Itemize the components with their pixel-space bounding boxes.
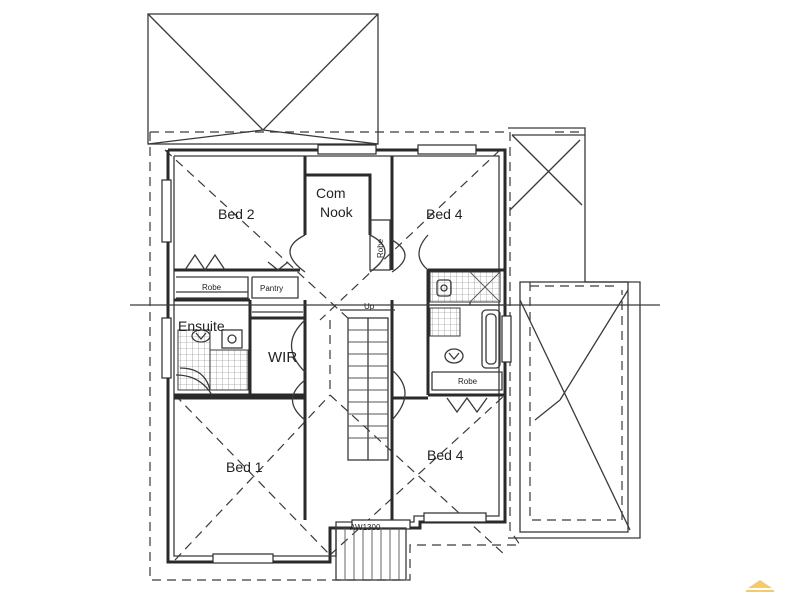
label-robe-right: Robe [458, 377, 478, 386]
label-window-code: AW1300 [350, 523, 381, 532]
upper-roof [147, 13, 379, 145]
right-roof [508, 127, 641, 539]
room-labels: Bed 2 Com Nook Bed 4 Bed 1 Bed 4 Ensuite… [178, 185, 478, 532]
label-robe-top-left: Robe [202, 283, 222, 292]
label-robe-vertical: Robe [376, 238, 385, 258]
label-bed-4-top: Bed 4 [426, 206, 463, 222]
label-ensuite: Ensuite [178, 318, 225, 334]
label-bed-1: Bed 1 [226, 459, 263, 475]
windows [161, 144, 512, 564]
label-pantry: Pantry [260, 284, 283, 293]
label-bed-4-bottom: Bed 4 [427, 447, 464, 463]
eave-outline [149, 131, 620, 581]
stair-treads [348, 329, 388, 439]
interior-walls [174, 156, 505, 520]
label-stair-up: Up [364, 302, 375, 311]
watermark-logo-icon [746, 580, 774, 592]
hip-lines [164, 149, 506, 561]
label-com-nook-2: Nook [320, 204, 354, 220]
external-stair-treads [344, 528, 400, 580]
label-com-nook-1: Com [316, 185, 346, 201]
robe-vertical-unit [369, 219, 391, 271]
label-wir: WIR [268, 349, 297, 366]
tiled-areas [177, 271, 501, 391]
doors [175, 234, 488, 421]
staircase [335, 309, 407, 581]
label-bed-2: Bed 2 [218, 206, 255, 222]
fixtures [179, 271, 501, 391]
